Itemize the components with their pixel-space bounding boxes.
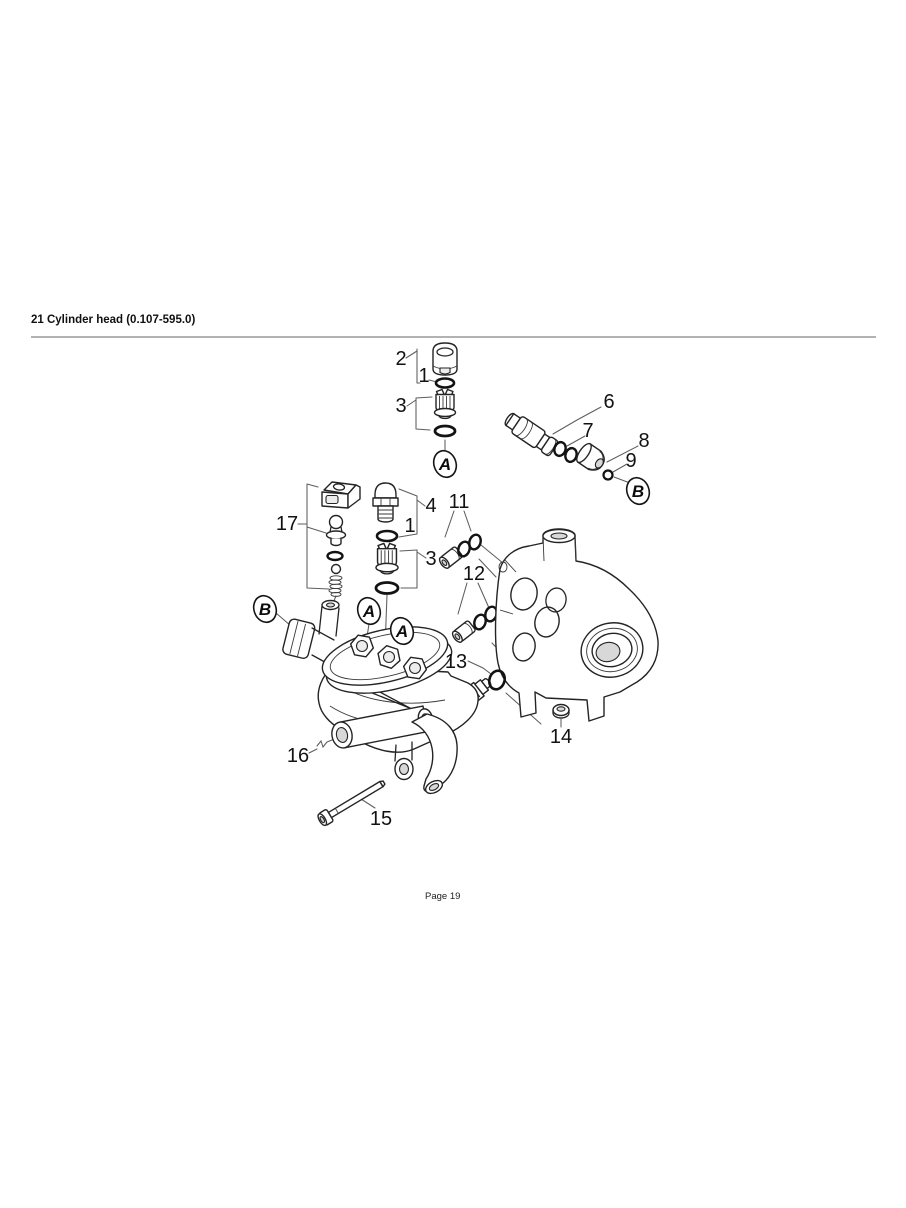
part-label-17: 17 (276, 513, 298, 535)
part-8-cap-nut (576, 442, 605, 471)
callout-a-port2-label: A (395, 622, 408, 641)
part-label-9: 9 (625, 450, 636, 472)
part-12-o-rings (473, 605, 498, 631)
part-17-o-ring (326, 550, 344, 562)
callout-a-port2: A (389, 616, 415, 646)
part-3-o-ring-top (433, 424, 457, 438)
callout-b-right-label: B (632, 482, 644, 501)
callout-b-left: B (252, 594, 278, 624)
callout-a-top: A (432, 449, 458, 479)
part-15-bolt (317, 780, 386, 827)
part-4-plug (372, 482, 399, 523)
part-13-o-ring (487, 669, 507, 691)
header-rule (31, 336, 876, 338)
part-3-valve-insert-mid (375, 542, 399, 575)
part-label-8: 8 (638, 430, 649, 452)
part-9-ring (602, 469, 614, 481)
part-17-ball (330, 563, 342, 575)
part-1-o-ring-top (434, 377, 456, 389)
page-title: 21 Cylinder head (0.107-595.0) (31, 314, 196, 326)
part-label-2: 2 (395, 348, 406, 370)
part-14-nut (552, 703, 570, 719)
part-12-plug (450, 619, 477, 645)
part-label-3-top: 3 (395, 395, 406, 417)
part-7-o-rings (553, 440, 578, 464)
part-label-3-mid: 3 (425, 548, 436, 570)
callout-a-port1: A (356, 596, 382, 626)
part-label-1-mid: 1 (404, 515, 415, 537)
callout-a-port1-label: A (362, 602, 375, 621)
part-label-4: 4 (425, 495, 436, 517)
part-label-7: 7 (582, 420, 593, 442)
part-17-nipple (325, 514, 347, 547)
port-hex-plugs (348, 633, 429, 681)
callout-b-right: B (625, 476, 651, 506)
part-1-o-ring-mid (375, 529, 399, 543)
part-6-check-valve (504, 412, 559, 457)
part-label-1-top: 1 (418, 365, 429, 387)
part-label-6: 6 (603, 391, 614, 413)
callout-b-left-label: B (259, 600, 271, 619)
part-label-16: 16 (287, 745, 309, 767)
part-11-o-rings (457, 533, 482, 558)
part-label-11: 11 (449, 491, 470, 513)
part-17-spring (328, 575, 343, 597)
page-footer: Page 19 (425, 891, 461, 902)
part-label-15: 15 (370, 808, 392, 830)
part-label-14: 14 (550, 726, 572, 748)
part-label-12: 12 (463, 563, 485, 585)
part-number-labels: 2 1 3 6 7 8 9 4 1 17 11 3 12 13 14 16 15 (276, 348, 650, 830)
callout-a-top-label: A (438, 455, 451, 474)
part-label-13: 13 (445, 651, 467, 673)
part-3-o-ring-mid (374, 581, 400, 595)
part-2-plug-cap (432, 342, 458, 376)
cylinder-head-body (282, 599, 479, 795)
part-17-clamp-bracket (321, 481, 361, 509)
part-3-valve-insert-top (433, 388, 457, 420)
pump-housing (494, 528, 659, 722)
